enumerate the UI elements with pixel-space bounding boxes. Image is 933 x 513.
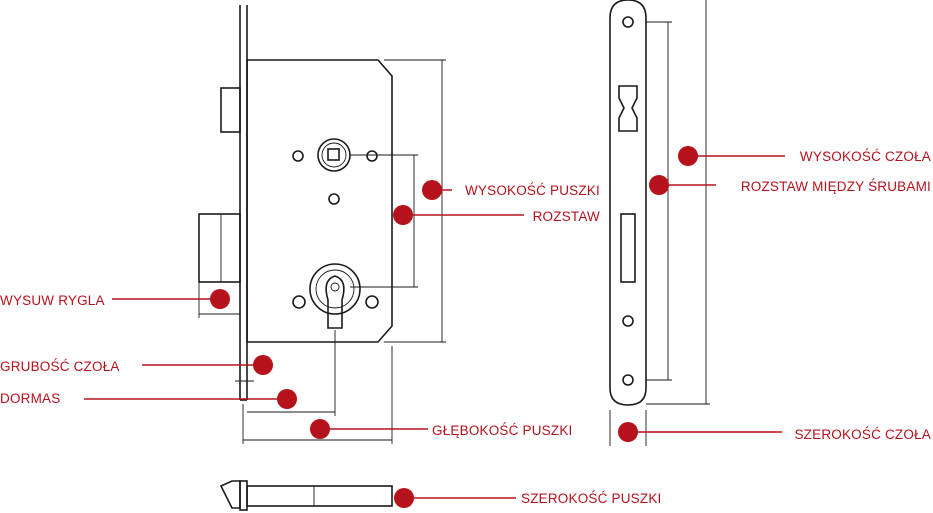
label-szerokosc-puszki: SZEROKOŚĆ PUSZKI	[521, 491, 661, 506]
latch-bolt	[220, 87, 241, 133]
faceplate	[609, 0, 647, 406]
label-grubosc-czola: GRUBOŚĆ CZOŁA	[0, 359, 120, 374]
label-wysokosc-puszki: WYSOKOŚĆ PUSZKI	[465, 183, 600, 198]
label-glebokosc-puszki: GŁĘBOKOŚĆ PUSZKI	[432, 423, 573, 438]
marker-dot-wysokosc-czola	[678, 146, 698, 166]
label-szerokosc-czola: SZEROKOŚĆ CZOŁA	[794, 427, 931, 442]
marker-dot-szerokosc-puszki	[394, 488, 414, 508]
marker-dot-grubosc-czola	[253, 355, 273, 375]
labels: WYSOKOŚĆ PUSZKI ROZSTAW WYSUW RYGLA GRUB…	[0, 149, 931, 506]
faceplate-front-view	[609, 0, 710, 446]
dead-bolt	[198, 213, 241, 283]
label-rozstaw: ROZSTAW	[533, 209, 600, 224]
callouts	[84, 146, 785, 508]
marker-dot-glebokosc-puszki	[310, 419, 330, 439]
marker-dot-szerokosc-czola	[618, 422, 638, 442]
label-rozstaw-miedzy-srubami: ROZSTAW MIĘDZY ŚRUBAMI	[741, 179, 931, 194]
label-wysuw-rygla: WYSUW RYGLA	[0, 293, 105, 308]
marker-dot-wysuw-rygla	[210, 289, 230, 309]
marker-dot-rozstaw-miedzy-srubami	[649, 175, 669, 195]
lock-bottom-view	[219, 480, 393, 511]
label-dormas: DORMAS	[0, 391, 60, 406]
marker-dot-dormas	[277, 389, 297, 409]
lock-case	[246, 59, 393, 343]
label-wysokosc-czola: WYSOKOŚĆ CZOŁA	[800, 149, 931, 164]
lock-side-view	[198, 5, 446, 444]
follower	[317, 138, 351, 172]
cylinder-hole	[309, 263, 361, 315]
marker-dot-rozstaw	[393, 205, 413, 225]
marker-dot-wysokosc-puszki	[422, 180, 442, 200]
